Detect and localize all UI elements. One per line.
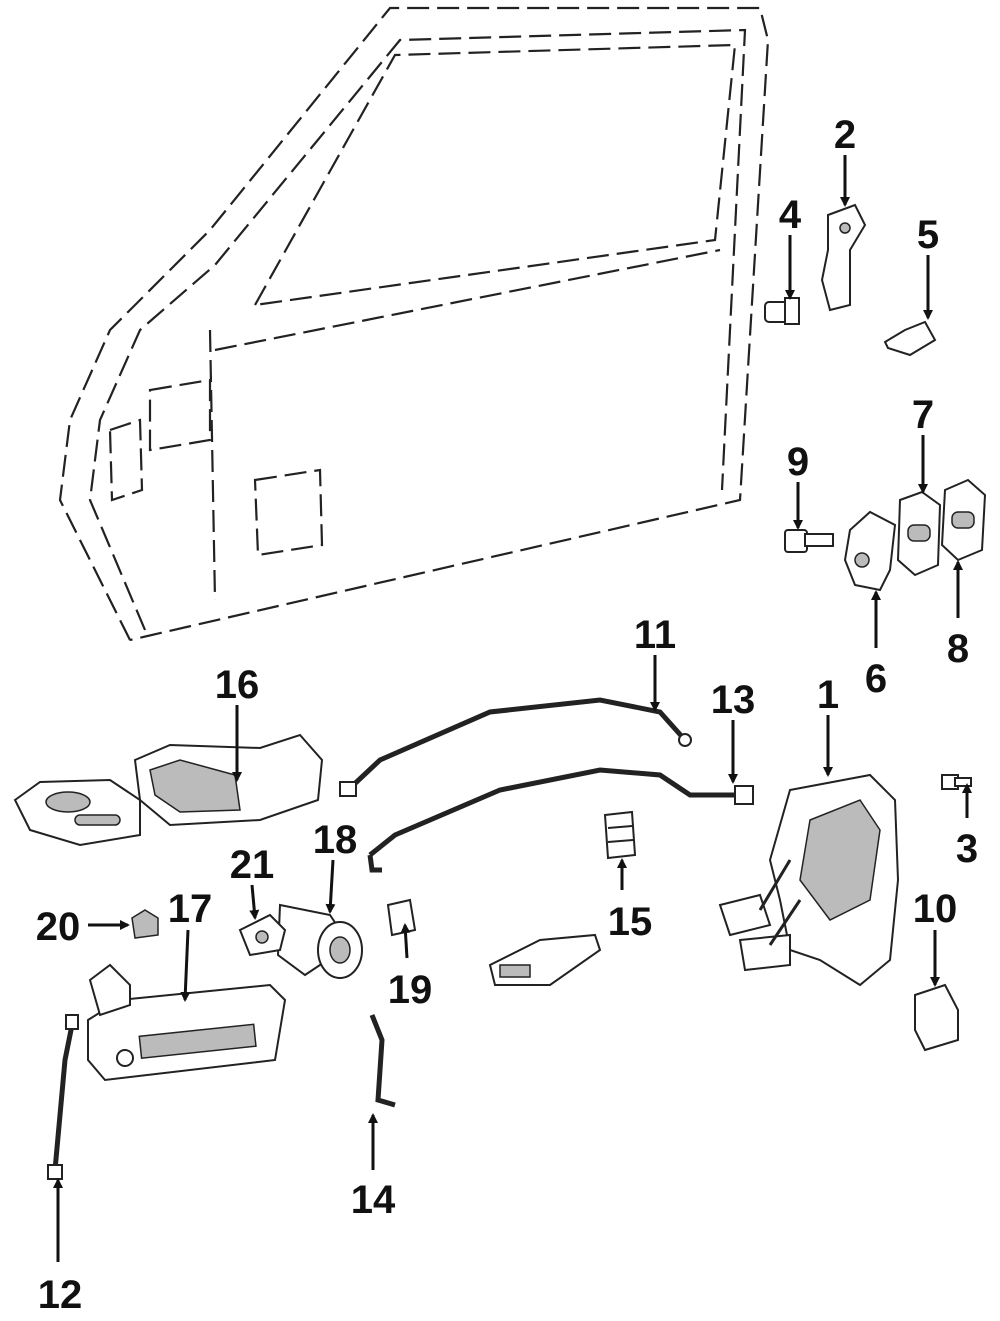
callout-4: 4	[779, 193, 802, 237]
part-19-clip	[386, 898, 417, 937]
callout-arrows	[53, 155, 972, 1262]
part-18-lock-cylinder	[276, 903, 363, 979]
callout-labels: 2 4 5 7 9 6 8 11 13 1 16 3 18 21 20 17 1…	[36, 113, 978, 1317]
part-15-handle-bracket	[488, 933, 602, 986]
callout-21: 21	[230, 843, 275, 887]
callout-2: 2	[834, 113, 856, 157]
callout-5: 5	[917, 213, 939, 257]
part-7-hinge	[896, 490, 942, 577]
callout-15: 15	[608, 900, 653, 944]
part-1-lock-assembly	[718, 773, 900, 987]
part-3-screw	[941, 774, 972, 790]
callout-1: 1	[817, 673, 839, 717]
arrow-17	[180, 929, 191, 1002]
part-13-rod	[367, 767, 754, 873]
arrow-18	[325, 859, 336, 914]
callout-14: 14	[351, 1178, 396, 1222]
part-17-outside-handle	[87, 963, 287, 1082]
callout-6: 6	[865, 657, 887, 701]
part-16-inside-handle	[133, 733, 324, 827]
callout-11: 11	[634, 613, 676, 657]
callout-12: 12	[38, 1273, 83, 1317]
callout-10: 10	[913, 887, 958, 931]
arrow-21	[249, 884, 260, 920]
callout-20: 20	[36, 905, 81, 949]
part-5-pin	[883, 320, 937, 357]
callout-13: 13	[711, 678, 756, 722]
part-9-bolt	[784, 529, 834, 553]
callout-8: 8	[947, 627, 969, 671]
part-4-bolt	[764, 297, 800, 325]
part-2-hinge-upper	[820, 203, 867, 312]
arrow-19	[400, 923, 411, 959]
door-outline	[58, 6, 770, 642]
part-12-rod	[47, 1014, 79, 1180]
part-10-bracket	[914, 983, 959, 1052]
callout-17: 17	[168, 887, 213, 931]
callout-9: 9	[787, 440, 809, 484]
part-21-lever	[238, 913, 287, 957]
callout-7: 7	[912, 393, 934, 437]
callout-19: 19	[388, 968, 433, 1012]
part-6-hinge	[843, 510, 897, 592]
callout-3: 3	[956, 827, 978, 871]
part-15-clip	[603, 810, 637, 860]
callout-16: 16	[215, 663, 260, 707]
part-16-bezel	[13, 778, 141, 847]
part-11-rod	[339, 697, 692, 797]
part-8-hinge	[940, 478, 987, 562]
part-14-rod	[369, 1014, 396, 1108]
callout-18: 18	[313, 818, 358, 862]
part-20-cap	[131, 909, 159, 939]
